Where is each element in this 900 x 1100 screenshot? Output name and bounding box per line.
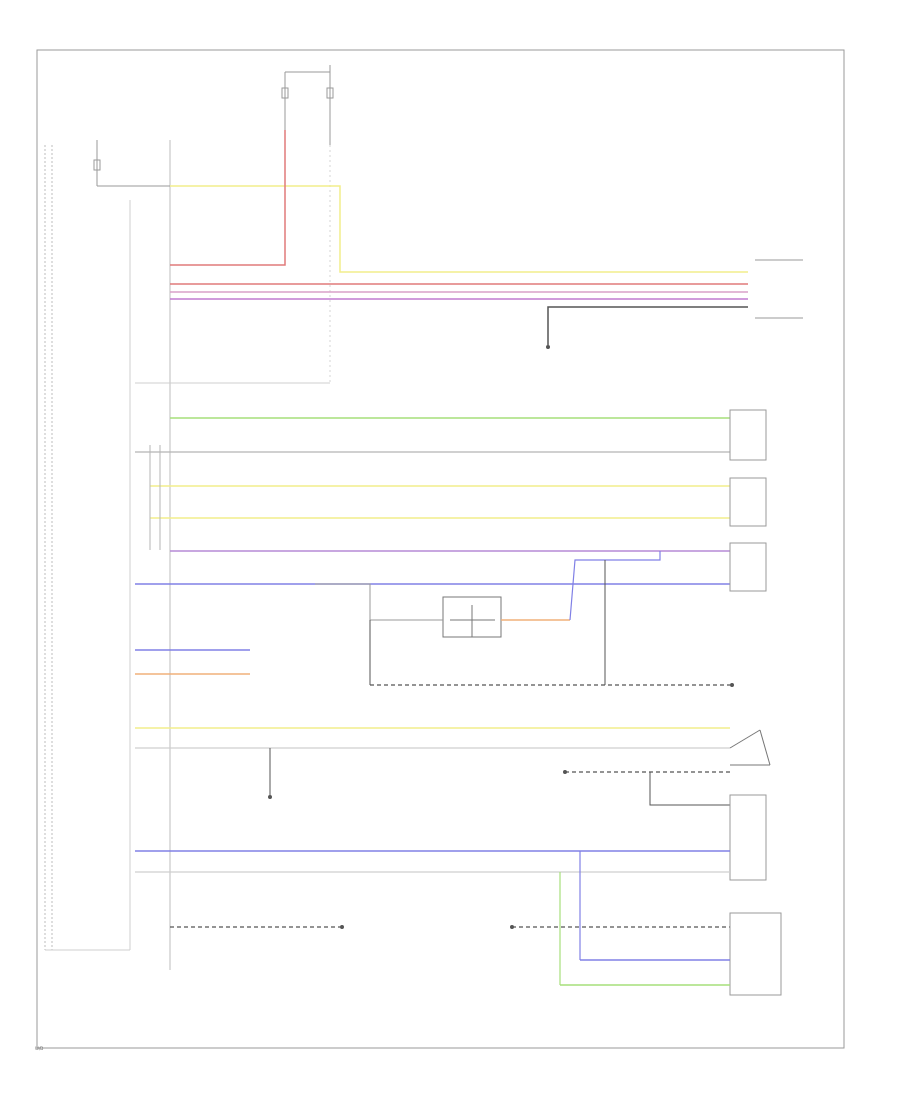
fuse-symbol — [326, 87, 334, 99]
wire-blue-relay — [569, 551, 661, 621]
ground-symbol — [510, 925, 514, 929]
wire-black-4 — [649, 772, 730, 806]
diagram-footer-code: W/D — [35, 1046, 44, 1051]
connector-box-2 — [729, 477, 767, 527]
ground-branch-top — [547, 306, 748, 345]
wire-gray-relay — [315, 583, 443, 621]
module-box-2 — [729, 912, 782, 996]
ground-symbol — [730, 683, 734, 687]
fuse-feed-top — [281, 65, 334, 385]
control-unit — [44, 140, 171, 970]
switch-symbol — [729, 729, 771, 766]
module-box-1 — [729, 794, 767, 881]
fuse-feed-left — [93, 140, 170, 187]
ground-symbol — [546, 345, 550, 349]
connector-box-1 — [729, 409, 767, 461]
fuse-symbol — [93, 159, 101, 171]
wire-yellow-feed — [170, 185, 748, 273]
diagram-frame — [36, 49, 845, 1049]
wire-red-feed — [170, 130, 286, 266]
fuse-symbol — [281, 87, 289, 99]
connector-box-3 — [729, 542, 767, 592]
ground-symbol — [268, 795, 272, 799]
ground-symbol — [563, 770, 567, 774]
ground-symbol — [340, 925, 344, 929]
